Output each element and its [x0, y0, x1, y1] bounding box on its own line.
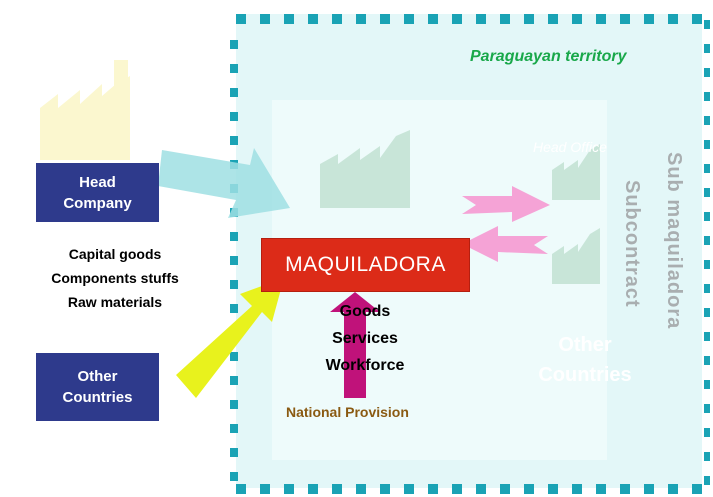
inputs-line-capital-goods: Capital goods — [68, 246, 162, 262]
other-countries-arrow — [176, 278, 284, 398]
sub-maquiladora-label: Sub maquiladora — [663, 152, 685, 330]
maquiladora-label: MAQUILADORA — [285, 253, 446, 276]
imported-inputs-list: Capital goods Components stuffs Raw mate… — [20, 242, 210, 314]
territory-border-top — [236, 14, 702, 24]
subcontract-arrow-in — [462, 226, 548, 262]
head-company-line1: Head — [79, 173, 116, 191]
factory-icon — [320, 130, 410, 208]
inputs-line-components: Components stuffs — [51, 270, 179, 286]
national-inputs-list: Goods Services Workforce — [295, 298, 435, 379]
territory-border-right — [704, 20, 710, 486]
national-line-workforce: Workforce — [325, 357, 405, 374]
other-countries-line2: Countries — [62, 389, 133, 406]
territory-label: Paraguayan territory — [470, 48, 627, 65]
factory-icon — [40, 60, 130, 160]
national-line-services: Services — [332, 330, 398, 347]
other-countries-faint-label: Other Countries — [520, 330, 650, 390]
factory-icon — [552, 228, 600, 284]
national-provision-label: National Provision — [286, 404, 409, 420]
other-countries-line1: Other — [77, 368, 118, 385]
other-countries-box: Other Countries — [36, 353, 159, 421]
head-company-line2: Company — [63, 194, 132, 212]
factory-icon — [552, 144, 600, 200]
head-company-box: Head Company — [36, 163, 159, 222]
maquiladora-box: MAQUILADORA — [261, 238, 470, 292]
other-countries-faint-line2: Countries — [538, 364, 632, 386]
national-line-goods: Goods — [339, 303, 391, 320]
head-company-arrow — [158, 148, 290, 218]
head-office-label: Head Office — [533, 139, 607, 155]
territory-border-bottom — [236, 484, 702, 494]
national-provision-arrow — [330, 292, 380, 398]
territory-border-left — [230, 40, 238, 486]
subcontract-label: Subcontract — [621, 180, 643, 308]
other-countries-faint-line1: Other — [558, 334, 612, 356]
inputs-line-raw-materials: Raw materials — [67, 294, 163, 310]
subcontract-arrow-out — [462, 186, 550, 222]
